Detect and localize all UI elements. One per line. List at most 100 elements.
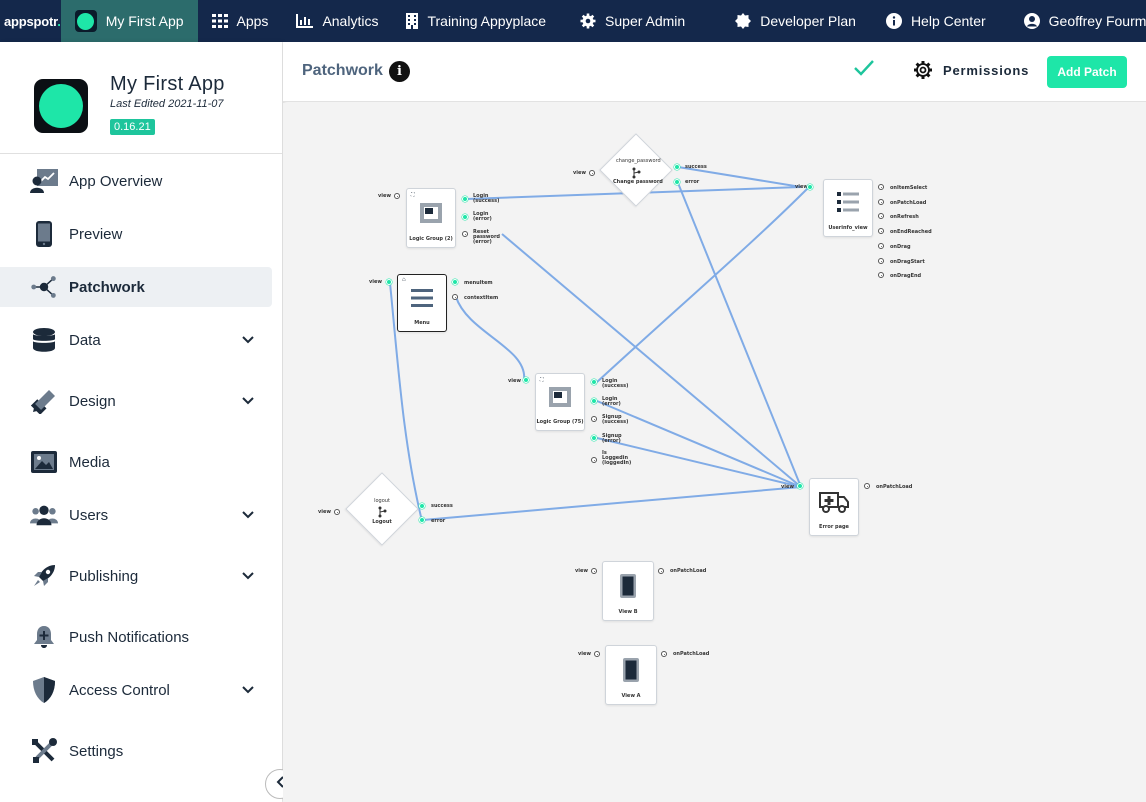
sidebar-item-preview[interactable]: Preview <box>0 214 272 254</box>
port-output[interactable] <box>591 435 597 441</box>
nav-user-account[interactable]: Geoffrey Fourmyle <box>1010 0 1146 42</box>
sidebar-item-label: Users <box>69 506 109 524</box>
sidebar-item-label: Access Control <box>69 681 170 699</box>
port-output[interactable] <box>462 214 468 220</box>
phone-icon <box>30 220 58 248</box>
chevron-down-icon[interactable] <box>238 330 258 350</box>
sidebar-item-label: App Overview <box>69 172 163 190</box>
logout-subtitle: logout <box>374 498 390 504</box>
sidebar-item-data[interactable]: Data <box>0 320 272 360</box>
node-label: Userinfo_view <box>828 225 868 231</box>
port-output[interactable] <box>674 179 680 185</box>
port-input[interactable] <box>394 193 400 199</box>
port-label: onPatchLoad <box>890 200 927 206</box>
port-input[interactable] <box>594 651 600 657</box>
port-output[interactable] <box>591 457 597 463</box>
logic-group-icon <box>549 387 571 412</box>
port-input[interactable] <box>523 377 529 383</box>
sidebar-item-design[interactable]: Design <box>0 381 272 421</box>
port-output[interactable] <box>878 184 884 190</box>
top-navigation: appspotr. My First App Apps Analytics Tr… <box>0 0 1146 42</box>
port-label: Signup (error) <box>602 433 622 444</box>
chevron-down-icon[interactable] <box>238 505 258 525</box>
sidebar-item-media[interactable]: Media <box>0 442 272 482</box>
nav-help-center[interactable]: Help Center <box>872 0 1000 42</box>
port-output[interactable] <box>878 199 884 205</box>
patch-links <box>389 166 809 522</box>
sidebar-item-patchwork[interactable]: Patchwork <box>0 267 272 307</box>
port-output[interactable] <box>591 379 597 385</box>
port-output[interactable] <box>452 294 458 300</box>
port-output[interactable] <box>591 398 597 404</box>
building-icon <box>406 13 419 29</box>
error-page-node[interactable]: Error page <box>809 478 859 536</box>
sidebar-item-label: Settings <box>69 742 124 760</box>
sidebar-item-label: Preview <box>69 225 123 243</box>
port-output[interactable] <box>591 416 597 422</box>
link-cp-error-to-error <box>677 182 802 488</box>
nav-label: My First App <box>105 13 184 29</box>
port-input[interactable] <box>386 279 392 285</box>
permissions-button[interactable]: Permissions <box>913 60 1029 80</box>
port-output[interactable] <box>419 503 425 509</box>
chevron-down-icon[interactable] <box>238 391 258 411</box>
sidebar-item-label: Push Notifications <box>69 628 190 646</box>
port-input[interactable] <box>797 483 803 489</box>
menu-node[interactable]: ⌂ Menu <box>397 274 447 332</box>
port-output[interactable] <box>878 213 884 219</box>
view-b-node[interactable]: View B <box>602 561 654 621</box>
port-output[interactable] <box>462 196 468 202</box>
logic-group-icon <box>420 203 442 228</box>
view-a-node[interactable]: View A <box>605 645 657 705</box>
userinfo-view-node[interactable]: Userinfo_view <box>823 179 873 237</box>
port-output[interactable] <box>878 272 884 278</box>
bar-chart-icon <box>296 14 314 28</box>
port-output[interactable] <box>452 279 458 285</box>
port-output[interactable] <box>674 164 680 170</box>
app-last-edited: Last Edited 2021-11-07 <box>110 98 224 110</box>
patchwork-canvas[interactable]: change_password Change password view suc… <box>283 103 1146 802</box>
port-output[interactable] <box>878 258 884 264</box>
appspotr-logo[interactable]: appspotr. <box>4 13 61 29</box>
logic-group-2-node[interactable]: ⛶ Logic Group (2) <box>406 188 456 248</box>
add-patch-button[interactable]: Add Patch <box>1047 56 1127 88</box>
nav-my-first-app[interactable]: My First App <box>60 0 198 42</box>
chevron-down-icon[interactable] <box>238 680 258 700</box>
port-input[interactable] <box>334 509 340 515</box>
sidebar-item-users[interactable]: Users <box>0 495 272 535</box>
home-icon: ⌂ <box>402 277 406 283</box>
port-label: Login (error) <box>473 211 492 222</box>
nav-analytics[interactable]: Analytics <box>282 0 392 42</box>
port-input[interactable] <box>591 568 597 574</box>
change-password-label: Change password <box>613 179 663 185</box>
rocket-icon <box>30 562 58 590</box>
port-output[interactable] <box>878 243 884 249</box>
port-label: onEndReached <box>890 229 932 235</box>
sidebar-item-publishing[interactable]: Publishing <box>0 556 272 596</box>
nav-developer-plan[interactable]: Developer Plan <box>721 0 870 42</box>
sidebar-item-push-notifications[interactable]: Push Notifications <box>0 617 272 657</box>
nav-apps[interactable]: Apps <box>198 0 283 42</box>
nav-super-admin[interactable]: Super Admin <box>566 0 699 42</box>
sidebar-item-app-overview[interactable]: App Overview <box>0 161 272 201</box>
link-lg75-signup-to-error <box>596 437 802 488</box>
port-output[interactable] <box>462 231 468 237</box>
port-output[interactable] <box>661 651 667 657</box>
user-icon <box>1023 13 1040 29</box>
logic-group-75-node[interactable]: ⛶ Logic Group (75) <box>535 373 585 431</box>
info-icon[interactable]: i <box>389 61 410 82</box>
port-input[interactable] <box>807 184 813 190</box>
port-output[interactable] <box>878 228 884 234</box>
port-output[interactable] <box>419 517 425 523</box>
nav-training-appyplace[interactable]: Training Appyplace <box>392 0 560 42</box>
sidebar-item-settings[interactable]: Settings <box>0 731 272 771</box>
app-version-badge: 0.16.21 <box>110 119 155 135</box>
sidebar-item-access-control[interactable]: Access Control <box>0 670 272 710</box>
port-output[interactable] <box>864 483 870 489</box>
nav-label: Help Center <box>910 13 986 29</box>
port-input[interactable] <box>589 170 595 176</box>
chevron-down-icon[interactable] <box>238 566 258 586</box>
nav-label: Training Appyplace <box>427 13 547 29</box>
port-output[interactable] <box>658 568 664 574</box>
link-cp-success-to-userinfo <box>677 166 802 188</box>
